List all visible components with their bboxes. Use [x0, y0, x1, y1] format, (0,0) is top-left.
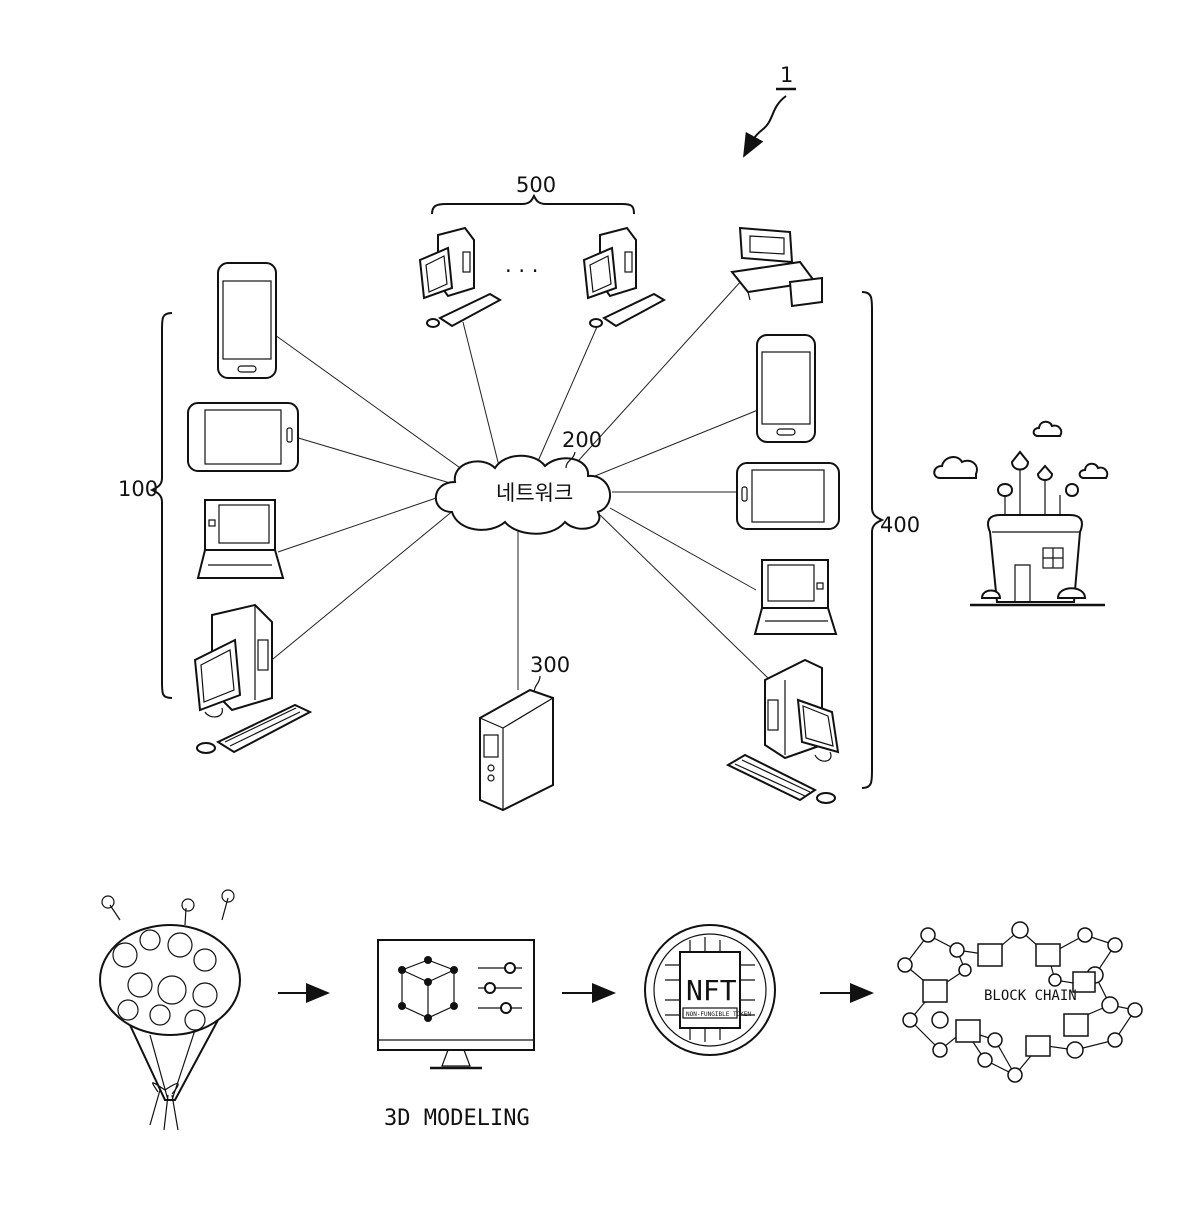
- tablet-icon: [188, 403, 298, 471]
- flower-shop-icon: [934, 422, 1107, 605]
- nft-text: NFT: [686, 974, 737, 1007]
- laptop-icon: [755, 560, 836, 634]
- desktop-computer-icon: [195, 605, 310, 753]
- nft-subtext: NON-FUNGIBLE TOKEN: [686, 1011, 751, 1018]
- network-label: 네트워크: [496, 481, 573, 505]
- figure-reference: 1: [744, 63, 796, 156]
- network-cloud: 네트워크 200: [436, 428, 610, 534]
- smartphone-icon: [757, 335, 815, 442]
- server-icon: [480, 690, 553, 810]
- network-ref-number: 200: [562, 428, 602, 452]
- pos-terminal-icon: [732, 228, 822, 306]
- laptop-icon: [198, 500, 283, 578]
- user-terminals-group: 100: [118, 263, 310, 753]
- flower-bouquet-icon: [100, 890, 240, 1130]
- seller-terminals-group: 400: [728, 228, 920, 803]
- external-terminals-group: 500 · · ·: [420, 173, 664, 327]
- figure-ref-number: 1: [780, 63, 793, 87]
- modeling-label: 3D MODELING: [384, 1106, 530, 1131]
- smartphone-icon: [218, 263, 276, 378]
- ellipsis-text: · · ·: [505, 259, 538, 283]
- tablet-icon: [737, 463, 839, 529]
- seller-terminals-ref-number: 400: [880, 513, 920, 537]
- desktop-computer-icon: [728, 660, 838, 803]
- desktop-computer-icon: [420, 228, 500, 327]
- nft-token-icon: NFT NON-FUNGIBLE TOKEN: [645, 925, 775, 1055]
- desktop-computer-icon: [584, 228, 664, 327]
- external-terminals-ref-number: 500: [516, 173, 556, 197]
- blockchain-label: BLOCK CHAIN: [984, 988, 1077, 1004]
- 3d-modeling-monitor-icon: [378, 940, 534, 1068]
- server-ref-number: 300: [530, 653, 570, 677]
- server-group: 300: [480, 653, 570, 810]
- blockchain-network-icon: BLOCK CHAIN: [898, 922, 1142, 1082]
